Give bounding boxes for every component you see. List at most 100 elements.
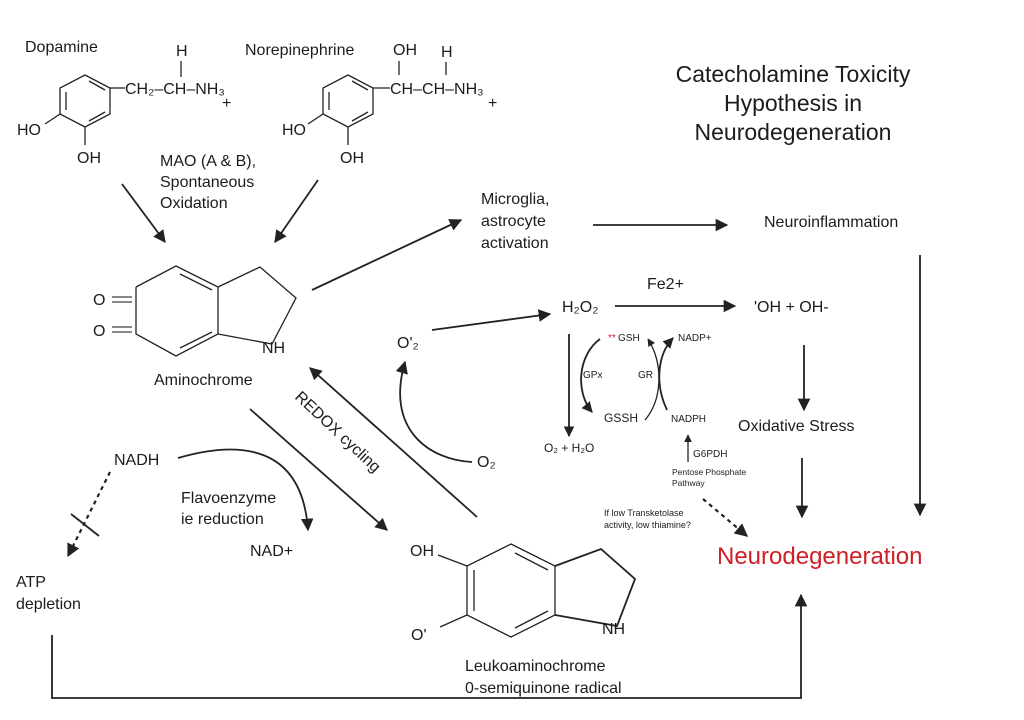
flavoenzyme-label-line-1: Flavoenzyme xyxy=(181,490,276,507)
aminochrome-label: Aminochrome xyxy=(154,372,253,389)
bond-line xyxy=(307,113,324,125)
mao-label: MAO (A & B), Spontaneous Oxidation xyxy=(160,153,256,212)
gr-label: GR xyxy=(638,370,653,381)
ring-double-bond xyxy=(351,111,369,122)
transketolase-label-line-2: activity, low thiamine? xyxy=(604,520,691,530)
leukoaminochrome-label-line-1: Leukoaminochrome xyxy=(465,658,606,675)
norepinephrine-label: Norepinephrine xyxy=(245,42,355,59)
neurodegeneration-label: Neurodegeneration xyxy=(717,543,923,570)
arrow-superoxide-to-h2o2 xyxy=(431,309,552,331)
dopamine-oh: OH xyxy=(77,150,101,167)
title-line-1: Catecholamine Toxicity xyxy=(676,61,911,87)
gssh-label: GSSH xyxy=(604,411,638,425)
ring-double-bond xyxy=(88,80,106,91)
microglia-label-line-3: activation xyxy=(481,235,549,252)
ppp-label-line-2: Pathway xyxy=(672,478,705,488)
leukoaminochrome-nh: NH xyxy=(602,621,625,638)
arrow-nadh-to-nad xyxy=(177,448,314,532)
arrow-norepinephrine-to-aminochrome xyxy=(274,179,319,244)
dopamine-chain: CH₂–CH–NH₃ xyxy=(125,81,225,98)
bond-line xyxy=(439,614,468,628)
ring-double-bond xyxy=(514,552,549,571)
microglia-label: Microglia, astrocyte activation xyxy=(481,191,549,252)
arrow-aminochrome-to-microglia xyxy=(311,219,463,291)
o2-h2o-label: O₂ + H₂O xyxy=(544,441,594,455)
leukoaminochrome-oh: OH xyxy=(410,543,434,560)
oxidative-stress-label: Oxidative Stress xyxy=(738,418,854,435)
dopamine-label: Dopamine xyxy=(25,39,98,56)
leukoaminochrome-o-radical: O' xyxy=(411,627,427,644)
bond-line xyxy=(437,554,468,567)
transketolase-label-line-1: If low Transketolase xyxy=(604,508,684,518)
aminochrome-pyrrole-ring xyxy=(217,266,297,345)
atp-label-line-1: ATP xyxy=(16,574,46,591)
ring-double-bond xyxy=(179,331,213,349)
norepinephrine-h: H xyxy=(441,44,453,61)
o2-label: O₂ xyxy=(477,454,496,471)
aminochrome-o2: O xyxy=(93,323,105,340)
dashed-arrow-nadh-to-atp xyxy=(67,471,111,558)
dopamine-h: H xyxy=(176,43,188,60)
atp-label-line-2: depletion xyxy=(16,596,81,613)
glutathione-cycle: O₂ + H₂O ** GSH NADP+ GPx GSSH GR NADPH … xyxy=(544,333,749,537)
aminochrome-o1: O xyxy=(93,292,105,309)
arrow-leukoaminochrome-to-aminochrome xyxy=(309,367,478,518)
arrow-aminochrome-to-leukoaminochrome xyxy=(249,408,388,531)
aminochrome-ring xyxy=(135,265,219,357)
dopamine-structure: Dopamine CH₂–CH–NH₃ H + HO OH xyxy=(17,39,231,167)
aminochrome-nh: NH xyxy=(262,340,285,357)
arrow-dopamine-to-aminochrome xyxy=(121,183,166,244)
norepinephrine-oh-top: OH xyxy=(393,42,417,59)
diagram-title: Catecholamine Toxicity Hypothesis in Neu… xyxy=(676,61,911,145)
title-line-3: Neurodegeneration xyxy=(695,119,892,145)
nad-plus-label: NAD+ xyxy=(250,543,293,560)
norepinephrine-oh: OH xyxy=(340,150,364,167)
g6pdh-label: G6PDH xyxy=(693,449,727,460)
mao-label-line-1: MAO (A & B), xyxy=(160,153,256,170)
inhibition-bar xyxy=(70,513,100,537)
gsh-label: GSH xyxy=(618,333,640,344)
redox-cycling-label: REDOX cycling xyxy=(291,388,383,476)
norepinephrine-ho: HO xyxy=(282,122,306,139)
ppp-label-line-1: Pentose Phosphate xyxy=(672,467,746,477)
gpx-label: GPx xyxy=(583,370,602,381)
hydroxyl-label: 'OH + OH- xyxy=(754,299,829,316)
superoxide-label: O'₂ xyxy=(397,335,419,352)
norepinephrine-plus: + xyxy=(488,95,497,112)
ring-double-bond xyxy=(179,273,213,291)
gsh-marker: ** xyxy=(608,333,616,344)
nadh-label: NADH xyxy=(114,452,159,469)
nadp-plus-label: NADP+ xyxy=(678,333,712,344)
dopamine-plus: + xyxy=(222,95,231,112)
neuroinflammation-label: Neuroinflammation xyxy=(764,214,898,231)
ring-double-bond xyxy=(514,610,549,629)
microglia-label-line-2: astrocyte xyxy=(481,213,546,230)
dopamine-ho: HO xyxy=(17,122,41,139)
arrow-atp-depletion-to-neurodegeneration xyxy=(51,593,808,699)
norepinephrine-chain: CH–CH–NH₃ xyxy=(390,81,484,98)
microglia-label-line-1: Microglia, xyxy=(481,191,549,208)
norepinephrine-benzene-ring xyxy=(322,74,374,128)
aminochrome-structure: O O NH Aminochrome xyxy=(93,265,297,389)
dopamine-benzene-ring xyxy=(59,74,111,128)
ring-double-bond xyxy=(88,111,106,122)
h2o2-label: H₂O₂ xyxy=(562,299,598,316)
leukoaminochrome-ring xyxy=(466,543,556,638)
ring-double-bond xyxy=(351,80,369,91)
arrow-o2-to-superoxide xyxy=(395,360,473,463)
leukoaminochrome-label-line-2: 0-semiquinone radical xyxy=(465,680,622,697)
arrow-gsh-to-gssh xyxy=(580,338,601,413)
fe2-label: Fe2+ xyxy=(647,276,684,293)
leukoaminochrome-pyrrole-ring xyxy=(554,547,637,628)
mao-label-line-2: Spontaneous xyxy=(160,174,254,191)
norepinephrine-structure: Norepinephrine OH H CH–CH–NH₃ + HO OH xyxy=(245,42,497,167)
dashed-arrow-transketolase-to-neurodegeneration xyxy=(702,498,749,537)
bond-line xyxy=(44,113,61,125)
flavoenzyme-label-line-2: ie reduction xyxy=(181,511,264,528)
arrow-nadph-to-nadp xyxy=(658,337,674,411)
mao-label-line-3: Oxidation xyxy=(160,195,228,212)
leukoaminochrome-structure: OH O' NH Leukoaminochrome 0-semiquinone … xyxy=(410,543,637,697)
title-line-2: Hypothesis in xyxy=(724,90,862,116)
nadph-label: NADPH xyxy=(671,414,706,425)
